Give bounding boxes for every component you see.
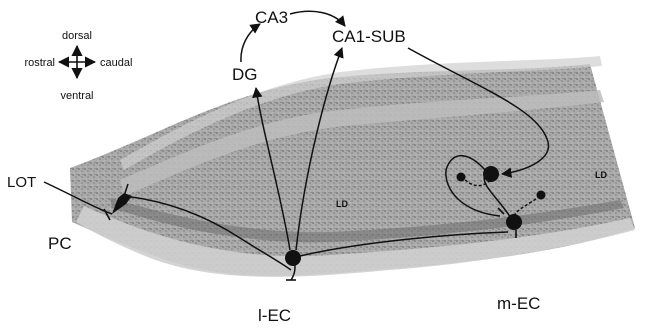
arrow-dg-to-ca3 (241, 24, 260, 62)
label-ld-right: LD (595, 170, 607, 180)
label-ca1-sub: CA1-SUB (332, 27, 406, 46)
arrow-ca3-to-ca1 (290, 11, 345, 26)
label-ventral: ventral (60, 90, 93, 102)
tissue-section (70, 56, 635, 277)
label-caudal: caudal (100, 57, 132, 69)
label-rostral: rostral (24, 57, 55, 69)
mec-interneuron-right (537, 191, 546, 200)
label-ld-left: LD (336, 199, 348, 209)
label-dorsal: dorsal (62, 30, 92, 42)
label-mec: m-EC (497, 294, 540, 313)
mec-interneuron-left (457, 173, 466, 182)
label-dg: DG (232, 65, 258, 84)
lec-neuron-soma (285, 250, 301, 266)
orientation-compass: dorsal ventral rostral caudal (24, 30, 132, 102)
label-lot: LOT (7, 174, 36, 191)
mec-neuron-upper (483, 166, 499, 182)
label-pc: PC (48, 234, 72, 253)
mec-neuron-lower (506, 214, 522, 230)
label-lec: l-EC (258, 306, 291, 325)
